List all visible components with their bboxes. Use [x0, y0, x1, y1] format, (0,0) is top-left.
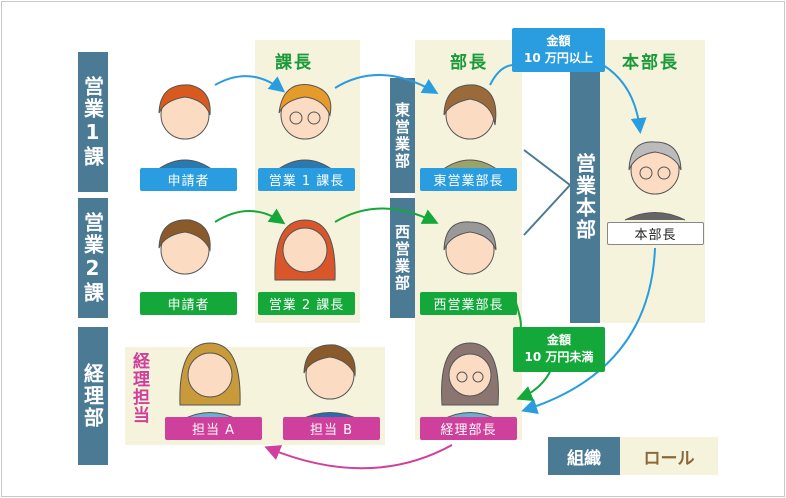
role-west-head: 西営業部長 — [420, 292, 517, 315]
org-accounting: 経理部 — [78, 327, 108, 465]
role-accounting-head: 経理部長 — [420, 417, 517, 440]
column-title-section-chief: 課長 — [275, 53, 313, 73]
org-west: 西営業部 — [390, 198, 415, 318]
column-title-accounting-staff: 経理担当 — [129, 352, 149, 424]
column-title-dept-head: 部長 — [450, 53, 488, 73]
role-chief-1: 営業 1 課長 — [258, 168, 355, 191]
condition-under-line2: 10 万円未満 — [524, 350, 594, 364]
role-chief-2: 営業 2 課長 — [258, 292, 355, 315]
legend-role: ロール — [620, 437, 718, 475]
role-applicant-1: 申請者 — [140, 168, 237, 191]
role-hq-head: 本部長 — [607, 222, 704, 245]
condition-over-line2: 10 万円以上 — [524, 51, 593, 65]
condition-over-100k: 金額 10 万円以上 — [512, 28, 605, 72]
role-staff-a: 担当 A — [165, 417, 262, 440]
role-east-head: 東営業部長 — [420, 168, 517, 191]
org-sales2: 営業2課 — [78, 198, 108, 318]
org-hq: 営業本部 — [570, 70, 600, 323]
condition-over-line1: 金額 — [546, 34, 571, 48]
org-sales1: 営業1課 — [78, 52, 108, 192]
legend-org: 組織 — [548, 437, 620, 475]
org-east: 東営業部 — [390, 78, 415, 193]
role-applicant-2: 申請者 — [140, 292, 237, 315]
condition-under-line1: 金額 — [546, 333, 571, 347]
role-staff-b: 担当 B — [283, 417, 380, 440]
condition-under-100k: 金額 10 万円未満 — [513, 327, 605, 372]
column-title-hq-head: 本部長 — [622, 53, 679, 73]
person-icon — [156, 84, 686, 421]
